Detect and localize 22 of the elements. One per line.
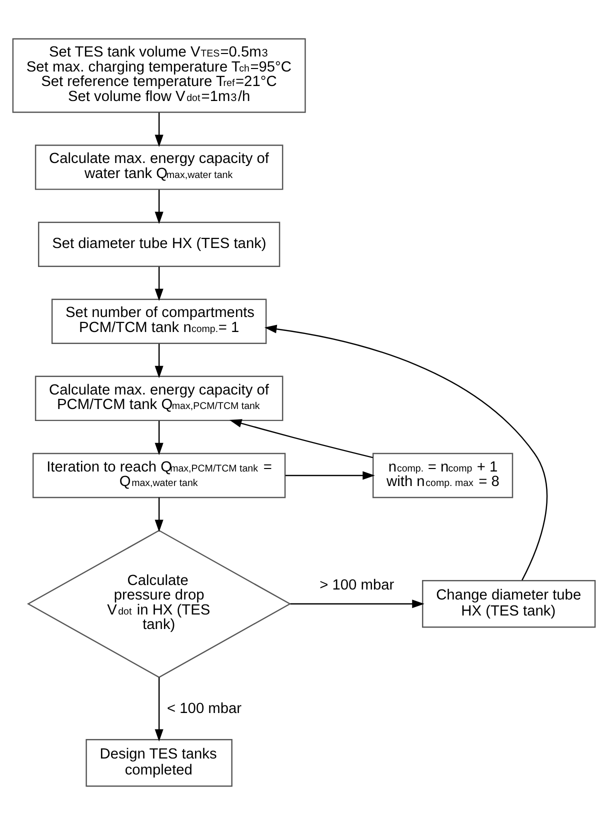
node-box: Calculate max. energy capacity of PCM/TCM tank Qmax,PCM/TCM tank [34,375,284,421]
node-diamond: Calculate pressure drop Vdot in HX (TES tank) [26,529,292,678]
node-box: Iteration to reach Qmax,PCM/TCM tank = Qmax,water tank [32,452,286,498]
arrow [154,266,164,301]
edge-label: < 100 mbar [167,700,242,716]
node-box: Set diameter tube HX (TES tank) [38,221,280,266]
node-box: Set number of compartments PCM/TCM tank ncomp.= 1 [51,298,267,344]
arrow [154,420,164,455]
arrow [229,418,373,458]
arrow [264,324,548,580]
arrow [154,497,164,532]
arrow [290,599,424,608]
node-box: Design TES tanks completed [86,738,232,786]
edge-label: > 100 mbar [320,576,394,593]
node-box: ncomp. = ncomp + 1 with ncomp. max = 8 [372,452,514,498]
node-box: Change diameter tube HX (TES tank) [422,580,596,628]
arrow [154,189,164,224]
arrow [285,470,375,480]
arrow [154,112,164,147]
arrow [154,343,164,378]
node-box: Calculate max. energy capacity of water tank Qmax,water tank [34,144,284,190]
arrow [154,676,164,741]
